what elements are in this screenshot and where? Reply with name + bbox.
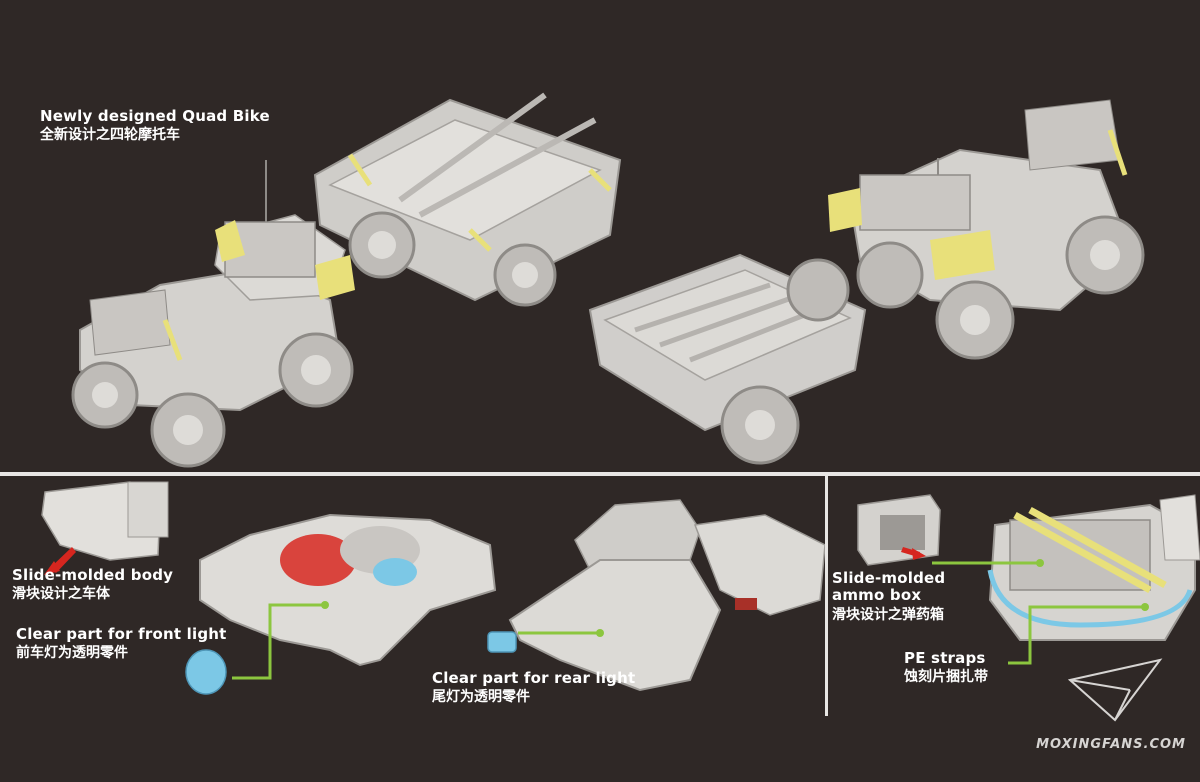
ammo-box-label-zh: 滑块设计之弹药箱: [832, 606, 944, 623]
quad-bike-label: Newly designed Quad Bike 全新设计之四轮摩托车: [40, 107, 270, 144]
rear-light-label-en: Clear part for rear light: [432, 669, 636, 687]
rear-light-label: Clear part for rear light 尾灯为透明零件: [432, 669, 636, 706]
front-light-label: Clear part for front light 前车灯为透明零件: [16, 625, 227, 662]
rear-light-label-zh: 尾灯为透明零件: [432, 689, 530, 706]
front-light-label-zh: 前车灯为透明零件: [16, 645, 128, 662]
ammo-box-label-en-line2: ammo box: [832, 586, 922, 605]
quad-bike-label-zh: 全新设计之四轮摩托车: [40, 127, 180, 144]
slide-molded-body-part-render: [0, 476, 826, 716]
pe-straps-label-zh: 蚀刻片捆扎带: [904, 669, 988, 686]
paper-plane-logo-icon: [1067, 658, 1163, 722]
slide-body-label-zh: 滑块设计之车体: [12, 586, 110, 603]
section-divider-horizontal: [0, 472, 1200, 476]
site-watermark: MOXINGFANS.COM: [1036, 737, 1186, 752]
quad-bike-with-trailer-render: [71, 92, 622, 468]
front-light-label-en: Clear part for front light: [16, 625, 227, 643]
pe-straps-label: PE straps 蚀刻片捆扎带: [904, 649, 988, 686]
ammo-box-label: Slide-molded ammo box 滑块设计之弹药箱: [832, 569, 946, 623]
section-divider-vertical: [825, 476, 828, 716]
ammo-box-label-en-line1: Slide-molded: [832, 569, 946, 587]
slide-body-label-en: Slide-molded body: [12, 566, 174, 584]
slide-body-label: Slide-molded body 滑块设计之车体: [12, 566, 174, 603]
quad-bike-rear-view-render: [588, 99, 1145, 465]
callout-leader-lines: [232, 561, 1145, 680]
pe-straps-label-en: PE straps: [904, 649, 986, 667]
quad-bike-label-en: Newly designed Quad Bike: [40, 107, 270, 125]
callout-arrows: [44, 547, 926, 575]
callout-dots: [321, 559, 1149, 637]
